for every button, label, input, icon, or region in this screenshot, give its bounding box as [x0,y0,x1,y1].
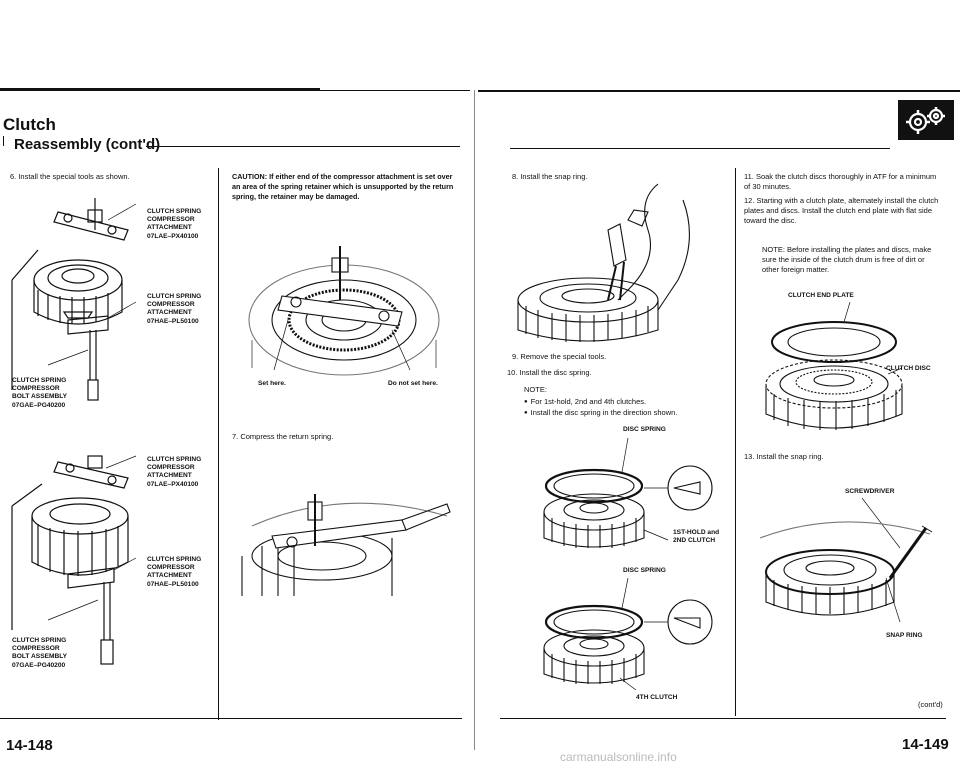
disc-spring-4th-illustration [540,578,720,690]
step-12: 12. Starting with a clutch plate, altern… [744,196,939,225]
right-header-rule [510,148,890,149]
clutch-end-plate-illustration [752,302,942,442]
contd-label: (cont'd) [918,700,943,709]
label-attachment-px40100-bottom: CLUTCH SPRING COMPRESSOR ATTACHMENT 07LA… [147,456,202,488]
label-do-not-set-here: Do not set here. [388,380,438,387]
disc-spring-1st-2nd-illustration [540,438,720,550]
label-disc-spring-2: DISC SPRING [623,567,666,574]
snap-ring-screwdriver-illustration [750,498,940,638]
watermark: carmanualsonline.info [560,750,677,764]
label-snap-ring: SNAP RING [886,632,923,639]
step-7: 7. Compress the return spring. [232,432,334,441]
step-8: 8. Install the snap ring. [512,172,588,181]
caution-text: CAUTION: If either end of the compressor… [232,172,454,201]
label-attachment-pl50100-bottom: CLUTCH SPRING COMPRESSOR ATTACHMENT 07HA… [147,556,202,588]
right-column-divider [735,168,736,716]
note-item-2: Install the disc spring in the direction… [524,408,724,419]
gutter-line [474,90,475,750]
page-number-left: 14-148 [6,737,53,754]
section-subtitle: Reassembly (cont'd) [14,136,161,153]
step-9: 9. Remove the special tools. [512,352,607,361]
note-12: NOTE: Before installing the plates and d… [762,245,932,274]
note-item-1: For 1st-hold, 2nd and 4th clutches. [524,397,724,408]
top-rule-left-thin [320,90,470,91]
subtitle-rule [146,146,460,147]
snap-ring-hand-illustration [508,180,718,345]
compress-spring-illustration [232,486,457,606]
label-disc-spring-1: DISC SPRING [623,426,666,433]
step-6: 6. Install the special tools as shown. [10,172,130,181]
label-attachment-pl50100-top: CLUTCH SPRING COMPRESSOR ATTACHMENT 07HA… [147,293,202,325]
label-screwdriver: SCREWDRIVER [845,488,895,495]
page-number-right: 14-149 [902,736,949,753]
step-10: 10. Install the disc spring. [507,368,592,377]
top-rule-right [478,90,960,92]
label-set-here: Set here. [258,380,286,387]
subtitle-bracket [3,136,4,146]
tool-illustration-bottom [8,450,148,675]
left-bottom-rule [0,718,462,719]
tool-illustration-top [8,190,148,420]
label-attachment-px40100-top: CLUTCH SPRING COMPRESSOR ATTACHMENT 07LA… [147,208,202,240]
label-bolt-assembly-bottom: CLUTCH SPRING COMPRESSOR BOLT ASSEMBLY 0… [12,637,68,669]
right-bottom-rule [500,718,946,719]
gears-icon [898,100,954,140]
note-10: NOTE: For 1st-hold, 2nd and 4th clutches… [524,385,724,419]
section-title: Clutch [3,115,56,134]
note-list: For 1st-hold, 2nd and 4th clutches. Inst… [524,397,724,419]
step-13: 13. Install the snap ring. [744,452,824,461]
label-4th-clutch: 4TH CLUTCH [636,694,678,701]
compressor-drum-illustration [232,240,457,390]
step-11: 11. Soak the clutch discs thoroughly in … [744,172,937,191]
label-clutch-disc: CLUTCH DISC [886,365,931,372]
label-bolt-assembly-top: CLUTCH SPRING COMPRESSOR BOLT ASSEMBLY 0… [12,377,68,409]
label-1st-hold-2nd-clutch: 1ST-HOLD and 2ND CLUTCH [673,529,720,545]
note-label: NOTE: [524,385,547,394]
top-rule-left [0,88,320,91]
left-column-divider [218,168,219,720]
label-clutch-end-plate: CLUTCH END PLATE [788,292,854,299]
